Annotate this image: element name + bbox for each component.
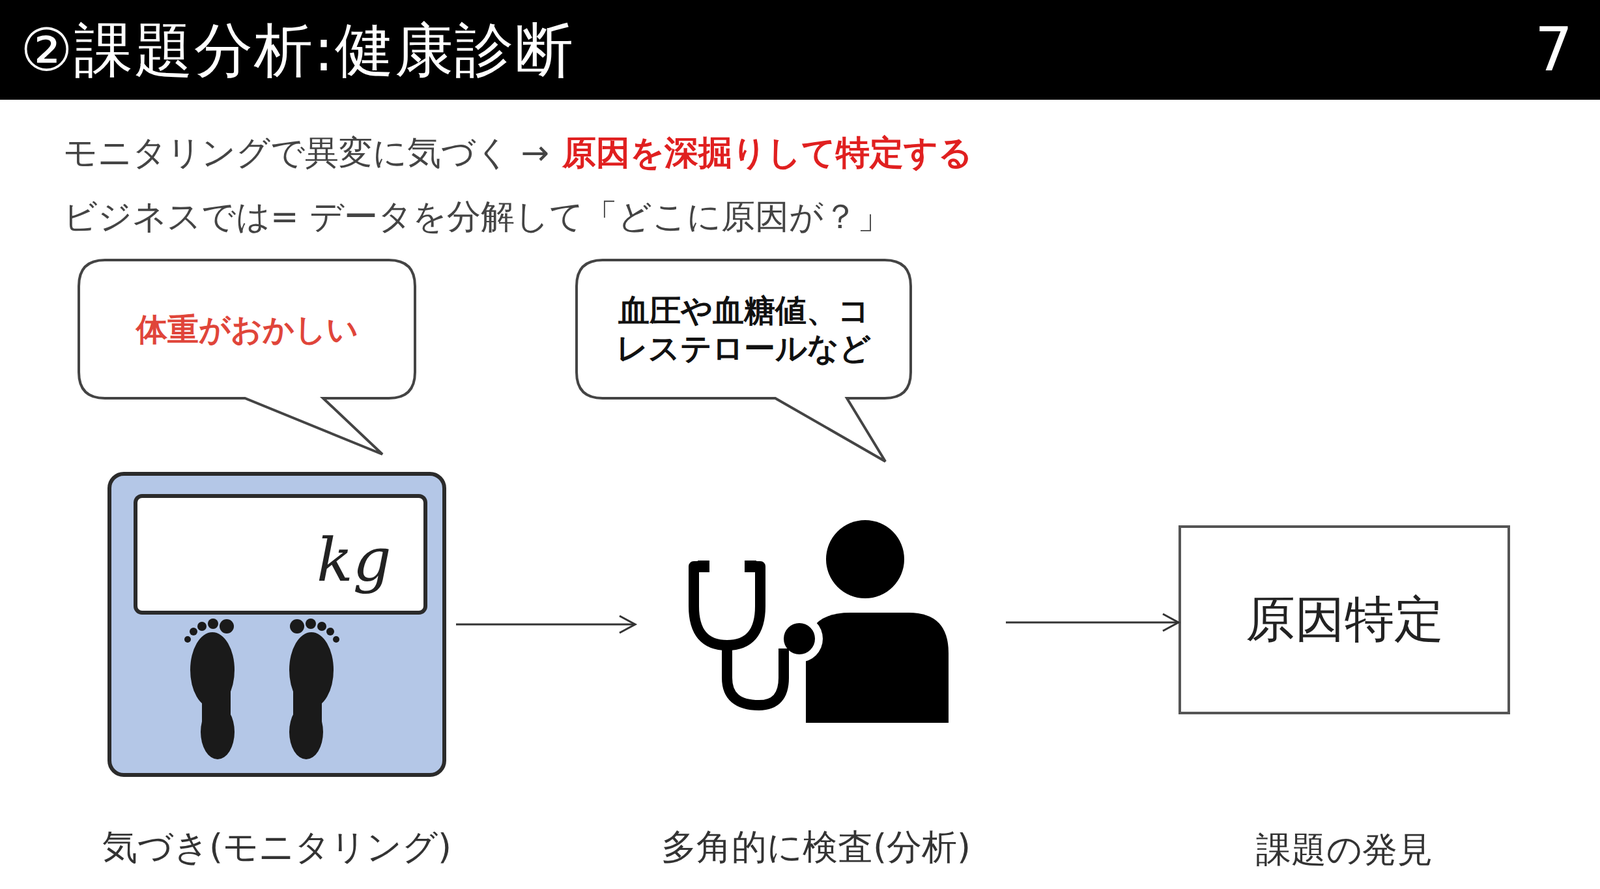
speech-bubble: 血圧や血糖値、コ レステロールなど (576, 259, 911, 399)
process-box: 原因特定課題の発見 (1178, 525, 1511, 715)
arrow-head (619, 615, 636, 633)
business-text: ビジネスでは= データを分解して「どこに原因が？」 (63, 193, 892, 240)
box-text: 原因特定 (1245, 586, 1444, 654)
doctor-node: 多角的に検査(分析) (635, 514, 997, 730)
bubble-text-area: 体重がおかしい (78, 259, 415, 399)
arrow-head (1162, 613, 1179, 631)
emphasis-text: 原因を深掘りして特定する (562, 130, 973, 176)
lead-line: モニタリングで異変に気づく → 原因を深掘りして特定する (63, 130, 973, 176)
speech-bubble-shape (576, 259, 911, 462)
node-caption: 課題の発見 (1256, 828, 1433, 871)
arrow-connector (1005, 613, 1179, 631)
speech-bubble-shape (78, 259, 415, 455)
bubble-text: 体重がおかしい (136, 310, 359, 348)
slide-title: ②課題分析:健康診断 (20, 0, 575, 100)
node-caption: 気づき(モニタリング) (102, 826, 452, 868)
doctor-icon (635, 514, 997, 730)
bubble-text-area: 血圧や血糖値、コ レステロールなど (576, 259, 911, 399)
bubble-text: 血圧や血糖値、コ レステロールなど (602, 291, 885, 367)
node-caption: 多角的に検査(分析) (661, 826, 971, 868)
scale-node: kg気づき(モニタリング) (106, 471, 447, 778)
arrow-line (1005, 621, 1179, 624)
scale-illustration (106, 471, 447, 778)
page-number: 7 (1524, 0, 1584, 100)
arrow-connector (456, 615, 636, 633)
speech-bubble: 体重がおかしい (78, 259, 415, 399)
scale-unit: kg (316, 524, 392, 597)
lead-text: モニタリングで異変に気づく → (63, 130, 550, 176)
arrow-line (456, 623, 636, 626)
speech-bubble-outline (576, 259, 911, 399)
